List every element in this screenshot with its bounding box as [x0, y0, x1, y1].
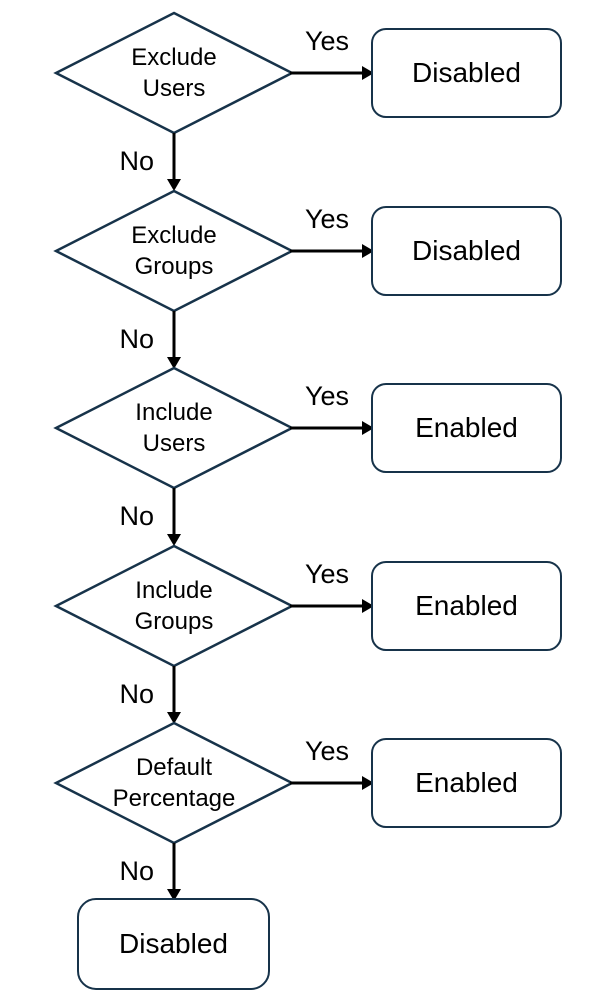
no-arrow [167, 843, 181, 901]
no-arrow [167, 488, 181, 546]
result-label: Enabled [415, 767, 518, 798]
arrow-head [362, 599, 374, 613]
arrow-head [362, 776, 374, 790]
result-box-disabled: Disabled [371, 28, 562, 118]
yes-arrow [290, 776, 374, 790]
final-result-label: Disabled [119, 928, 228, 959]
yes-edge-label: Yes [304, 381, 350, 411]
no-edge-label: No [119, 146, 154, 176]
result-label: Enabled [415, 590, 518, 621]
no-edge-label: No [119, 856, 154, 886]
yes-edge-label: Yes [304, 204, 350, 234]
result-label: Disabled [412, 235, 521, 266]
arrow-head [167, 179, 181, 191]
no-arrow [167, 311, 181, 369]
yes-arrow [290, 421, 374, 435]
result-label: Enabled [415, 412, 518, 443]
result-box-disabled: Disabled [371, 206, 562, 296]
result-label: Disabled [412, 57, 521, 88]
arrow-head [167, 889, 181, 901]
decision-label: Default Percentage [112, 754, 236, 812]
yes-edge-label: Yes [304, 559, 350, 589]
result-box-enabled: Enabled [371, 383, 562, 473]
result-box-enabled: Enabled [371, 561, 562, 651]
yes-edge-label: Yes [304, 736, 350, 766]
no-edge-label: No [119, 501, 154, 531]
decision-label: Exclude Groups [131, 222, 217, 280]
no-edge-label: No [119, 679, 154, 709]
final-result-box-disabled: Disabled [77, 898, 270, 990]
no-arrow [167, 133, 181, 191]
arrow-head [167, 534, 181, 546]
decision-label: Exclude Users [131, 44, 217, 102]
yes-arrow [290, 244, 374, 258]
decision-label: Include Groups [134, 577, 214, 635]
arrow-head [167, 712, 181, 724]
yes-arrow [290, 599, 374, 613]
yes-arrow [290, 66, 374, 80]
arrow-head [362, 66, 374, 80]
no-edge-label: No [119, 324, 154, 354]
no-arrow [167, 666, 181, 724]
yes-edge-label: Yes [304, 26, 350, 56]
result-box-enabled: Enabled [371, 738, 562, 828]
decision-label: Include Users [135, 399, 213, 457]
arrow-head [362, 244, 374, 258]
arrow-head [362, 421, 374, 435]
arrow-head [167, 357, 181, 369]
